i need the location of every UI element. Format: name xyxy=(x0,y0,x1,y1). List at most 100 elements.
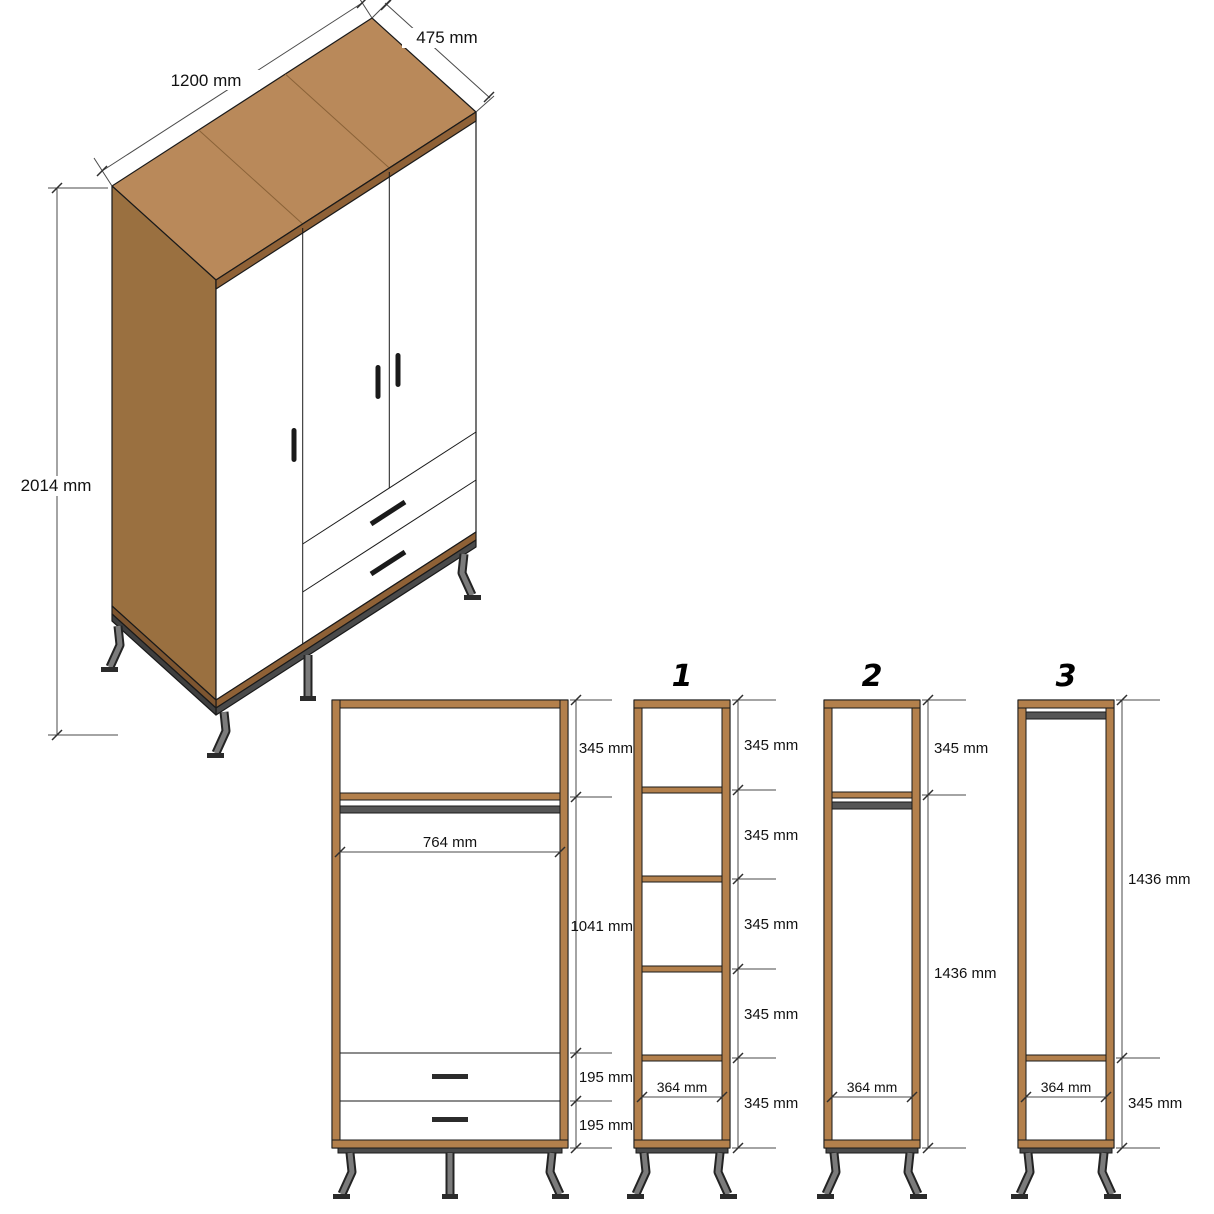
unit-2-elevation: 2 345 mm 1436 mm 364 mm xyxy=(817,659,997,1199)
label-backing xyxy=(402,28,492,48)
right-side-panel xyxy=(559,699,569,1149)
top-panel-front-edge xyxy=(215,111,477,290)
rod-width-label: 764 mm xyxy=(423,834,477,851)
unit-3-elevation: 3 1436 mm 345 mm 364 mm xyxy=(1011,659,1191,1199)
shelf xyxy=(831,791,913,799)
unit-3-dimensions: 1436 mm 345 mm 364 mm xyxy=(1020,694,1191,1154)
height-dimension: 2014 mm xyxy=(8,182,118,741)
left-side-panel xyxy=(331,699,341,1149)
leg xyxy=(908,1153,927,1199)
leg xyxy=(1011,1153,1030,1199)
leg xyxy=(333,1153,352,1199)
leg xyxy=(718,1153,737,1199)
carcass xyxy=(823,699,921,1149)
hanging-rod xyxy=(831,801,913,810)
tall-section-label: 1436 mm xyxy=(1128,871,1191,888)
bottom-panel xyxy=(1017,1139,1115,1149)
rod-width-dimension: 764 mm xyxy=(334,834,566,858)
bottom-panel xyxy=(823,1139,921,1149)
section-3-label: 345 mm xyxy=(744,916,798,933)
bottom-panel xyxy=(331,1139,569,1149)
base-rail xyxy=(337,1147,563,1154)
main-section-dimensions: 345 mm 1041 mm 195 mm 195 mm xyxy=(570,694,633,1154)
shelf-1 xyxy=(641,786,723,794)
base-rail-side xyxy=(111,613,217,716)
carcass xyxy=(1017,699,1115,1149)
drawer-bottom-handle xyxy=(432,1117,468,1122)
top-panel xyxy=(331,699,569,709)
base-rail xyxy=(1019,1147,1113,1154)
carcass xyxy=(633,699,731,1149)
bottom-section-label: 345 mm xyxy=(1128,1095,1182,1112)
top-face-seam-left xyxy=(198,129,304,225)
drawer-bottom-label: 195 mm xyxy=(579,1117,633,1134)
drawer-top-label: 195 mm xyxy=(579,1069,633,1086)
left-side-panel xyxy=(823,699,833,1149)
unit-1-width-label: 364 mm xyxy=(657,1079,708,1095)
door-handle-right xyxy=(395,353,401,387)
unit-3-width-label: 364 mm xyxy=(1041,1079,1092,1095)
unit-2-number: 2 xyxy=(862,659,883,694)
drawer-top-edge xyxy=(302,431,477,545)
leg xyxy=(300,655,316,701)
leg xyxy=(462,554,481,600)
unit-3-number: 3 xyxy=(1056,659,1077,694)
top-face-seam-right xyxy=(284,73,390,169)
right-side-panel xyxy=(1105,699,1115,1149)
right-side-panel xyxy=(911,699,921,1149)
extension-line xyxy=(93,157,113,187)
drawer-handle-top xyxy=(369,499,407,527)
top-section-label: 345 mm xyxy=(934,740,988,757)
section-4-label: 345 mm xyxy=(744,1006,798,1023)
extension-line xyxy=(359,0,373,19)
hanging-rod xyxy=(339,805,561,814)
label-backing xyxy=(8,476,104,496)
drawer-top-handle xyxy=(432,1074,468,1079)
label-backing xyxy=(152,70,260,90)
dimension-line xyxy=(384,2,491,99)
left-side-panel xyxy=(633,699,643,1149)
drawer-divider-edge xyxy=(302,479,477,593)
leg xyxy=(550,1153,569,1199)
left-side-panel xyxy=(1017,699,1027,1149)
top-panel xyxy=(823,699,921,709)
width-dimension: 1200 mm xyxy=(93,0,373,187)
shelf xyxy=(339,792,561,801)
isometric-view: 2014 mm 1200 mm 475 mm xyxy=(8,0,495,758)
shelf xyxy=(1025,1054,1107,1062)
hanging-section-label: 1041 mm xyxy=(570,918,633,935)
leg xyxy=(627,1153,646,1199)
unit-2-dimensions: 345 mm 1436 mm 364 mm xyxy=(826,694,997,1154)
front-elevation: 345 mm 1041 mm 195 mm 195 mm 764 mm xyxy=(331,694,633,1199)
drawer-handle-bottom xyxy=(369,549,407,577)
top-panel xyxy=(1017,699,1115,709)
leg xyxy=(442,1153,458,1199)
unit-2-width-label: 364 mm xyxy=(847,1079,898,1095)
depth-dimension: 475 mm xyxy=(371,0,495,113)
leg xyxy=(101,626,120,672)
unit-1-number: 1 xyxy=(672,659,693,694)
width-dimension-label: 1200 mm xyxy=(171,71,242,90)
dimension-tick xyxy=(96,165,108,177)
dimension-tick xyxy=(356,0,368,9)
leg xyxy=(817,1153,836,1199)
door-handle-middle xyxy=(375,365,381,399)
extension-line xyxy=(475,95,495,113)
section-2-label: 345 mm xyxy=(744,827,798,844)
dimension-tick xyxy=(380,0,392,11)
hanging-rod xyxy=(1025,711,1107,720)
shelf-2 xyxy=(641,875,723,883)
depth-dimension-label: 475 mm xyxy=(416,28,477,47)
unit-1-elevation: 1 345 mm 345 mm 345 mm xyxy=(627,659,798,1199)
top-panel xyxy=(633,699,731,709)
shelf-3 xyxy=(641,965,723,973)
door-handle-left xyxy=(291,428,297,462)
tall-section-label: 1436 mm xyxy=(934,965,997,982)
right-side-panel xyxy=(721,699,731,1149)
section-1-label: 345 mm xyxy=(744,737,798,754)
bottom-panel xyxy=(633,1139,731,1149)
shelf-4 xyxy=(641,1054,723,1062)
leg xyxy=(1102,1153,1121,1199)
